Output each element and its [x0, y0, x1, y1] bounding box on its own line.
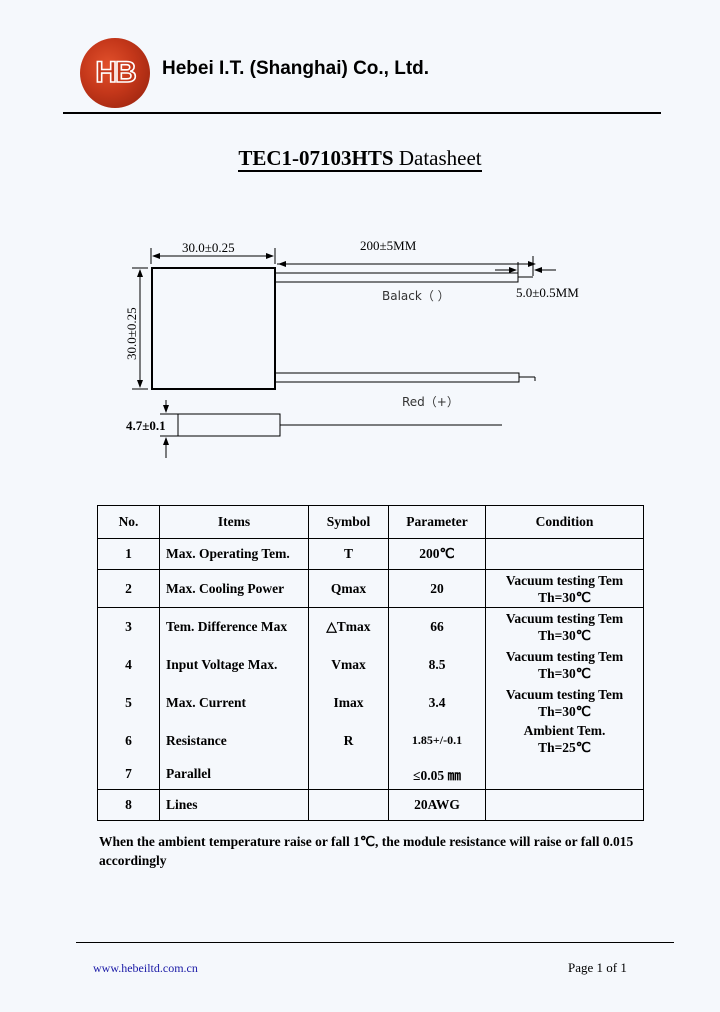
spec-table: No. Items Symbol Parameter Condition 1 M…: [97, 505, 644, 821]
cell-parameter: 20: [388, 569, 486, 608]
cell-item: Resistance: [159, 721, 309, 760]
cell-condition: Ambient Tem.Th=25℃: [485, 721, 644, 760]
cell-parameter: ≤0.05 ㎜: [388, 759, 486, 790]
table-row: 5 Max. Current Imax 3.4 Vacuum testing T…: [97, 683, 644, 722]
module-drawing: [132, 248, 556, 458]
height-dimension: 30.0±0.25: [124, 307, 139, 360]
cell-no: 8: [97, 789, 160, 821]
cell-symbol: Imax: [308, 683, 389, 722]
cell-condition: [485, 759, 644, 790]
cell-condition: [485, 538, 644, 570]
resistance-note: When the ambient temperature raise or fa…: [99, 834, 634, 868]
logo-text: HB: [95, 55, 138, 90]
red-wire-label: Red（+）: [402, 395, 459, 409]
lead-length-dimension: 200±5MM: [360, 238, 417, 253]
cell-no: 7: [97, 759, 160, 790]
width-dimension: 30.0±0.25: [182, 240, 235, 255]
cell-symbol: Vmax: [308, 645, 389, 684]
website-link[interactable]: www.hebeiltd.com.cn: [93, 961, 198, 975]
table-row: 6 Resistance R 1.85+/-0.1 Ambient Tem.Th…: [97, 721, 644, 760]
cell-no: 4: [97, 645, 160, 684]
cell-item: Max. Current: [159, 683, 309, 722]
cell-no: 6: [97, 721, 160, 760]
table-header-row: No. Items Symbol Parameter Condition: [97, 505, 644, 539]
cell-symbol: △Tmax: [308, 607, 389, 646]
table-row: 2 Max. Cooling Power Qmax 20 Vacuum test…: [97, 569, 644, 608]
header-no: No.: [97, 505, 160, 539]
company-name: Hebei I.T. (Shanghai) Co., Ltd.: [162, 58, 430, 79]
cell-symbol: R: [308, 721, 389, 760]
title-suffix: Datasheet: [393, 146, 482, 170]
cell-symbol: T: [308, 538, 389, 570]
cell-parameter: 20AWG: [388, 789, 486, 821]
header-items: Items: [159, 505, 309, 539]
cell-no: 1: [97, 538, 160, 570]
header-condition: Condition: [485, 505, 644, 539]
lead-strip-dimension: 5.0±0.5MM: [516, 285, 579, 300]
page-title: TEC1-07103HTS Datasheet: [0, 146, 720, 172]
cell-parameter: 8.5: [388, 645, 486, 684]
company-logo: HB: [80, 38, 150, 108]
table-row: 4 Input Voltage Max. Vmax 8.5 Vacuum tes…: [97, 645, 644, 684]
table-row: 3 Tem. Difference Max △Tmax 66 Vacuum te…: [97, 607, 644, 646]
cell-symbol: [308, 759, 389, 790]
cell-item: Max. Cooling Power: [159, 569, 309, 608]
cell-item: Tem. Difference Max: [159, 607, 309, 646]
cell-no: 5: [97, 683, 160, 722]
cell-item: Parallel: [159, 759, 309, 790]
cell-parameter: 66: [388, 607, 486, 646]
cell-parameter: 3.4: [388, 683, 486, 722]
table-row: 1 Max. Operating Tem. T 200℃: [97, 538, 644, 570]
cell-no: 3: [97, 607, 160, 646]
header-divider: [63, 112, 661, 114]
model-number: TEC1-07103HTS: [238, 146, 394, 170]
cell-item: Lines: [159, 789, 309, 821]
cell-condition: [485, 789, 644, 821]
cell-item: Max. Operating Tem.: [159, 538, 309, 570]
header-symbol: Symbol: [308, 505, 389, 539]
table-row: 8 Lines 20AWG: [97, 789, 644, 821]
black-wire-label: Balack（ ）: [382, 289, 450, 303]
cell-symbol: [308, 789, 389, 821]
footer-divider: [76, 942, 674, 943]
cell-parameter: 1.85+/-0.1: [388, 721, 486, 760]
table-row: 7 Parallel ≤0.05 ㎜: [97, 759, 644, 790]
cell-symbol: Qmax: [308, 569, 389, 608]
page-number: Page 1 of 1: [568, 960, 627, 975]
cell-parameter: 200℃: [388, 538, 486, 570]
cell-no: 2: [97, 569, 160, 608]
header-parameter: Parameter: [388, 505, 486, 539]
thickness-dimension: 4.7±0.1: [126, 418, 166, 433]
cell-item: Input Voltage Max.: [159, 645, 309, 684]
